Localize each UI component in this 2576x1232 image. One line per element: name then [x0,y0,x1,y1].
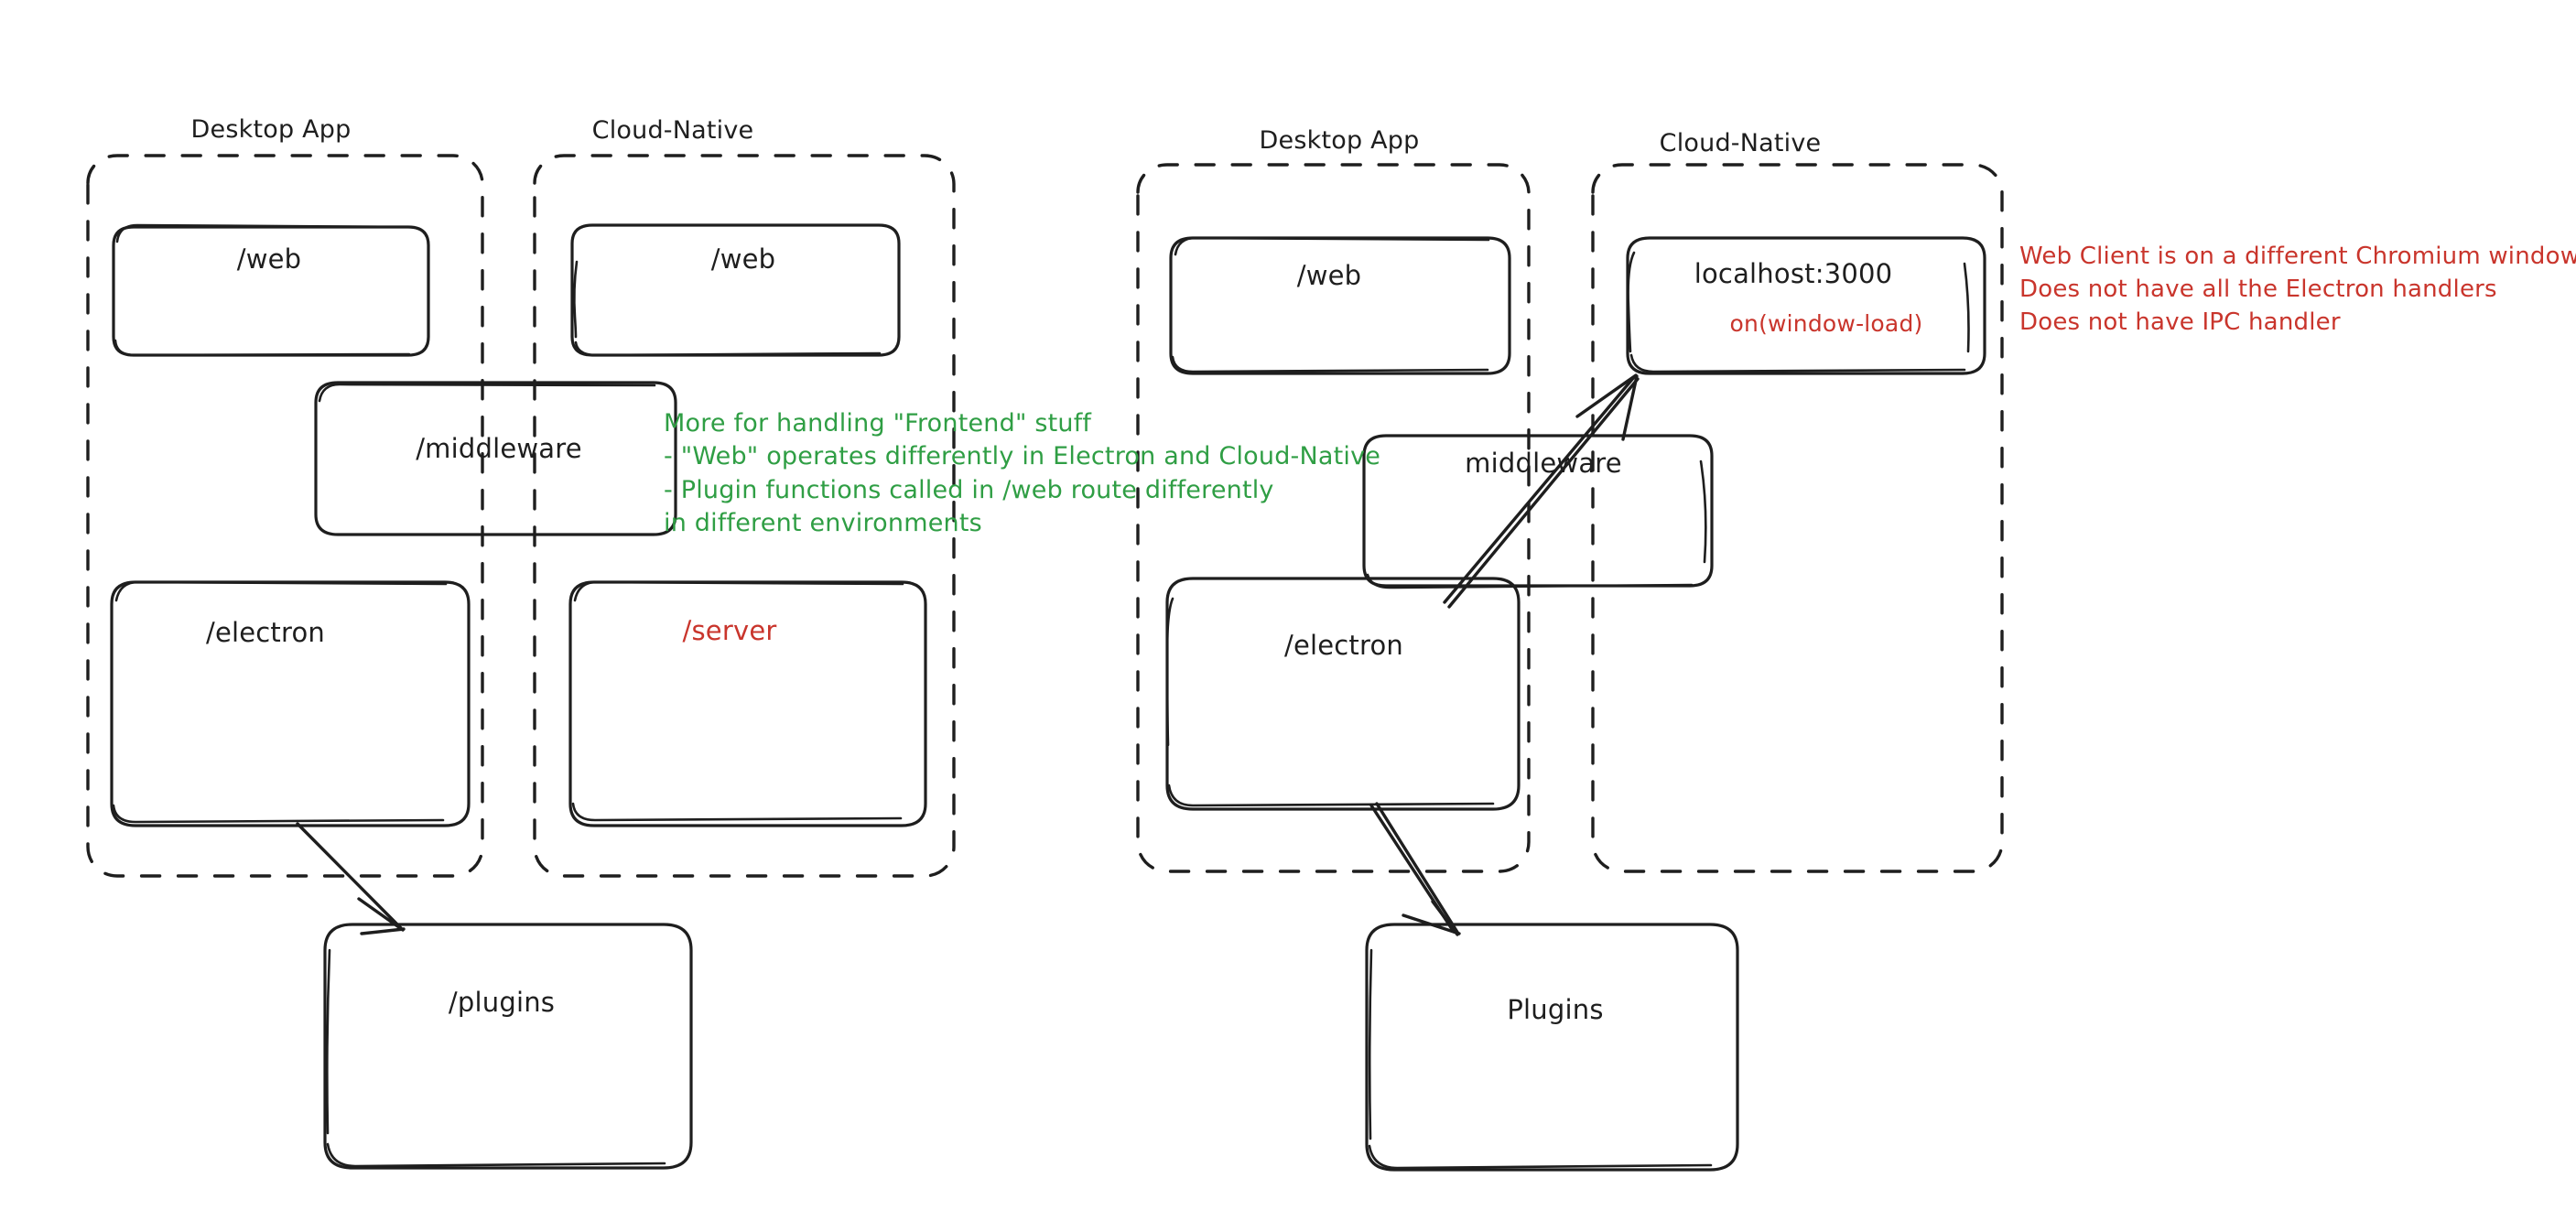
green-annotation-note: More for handling "Frontend" stuff - "We… [664,409,1381,538]
right-desktop-app-container [1136,163,1531,873]
left-cloud-native-container [533,154,956,878]
right-plugins-box [1365,923,1739,1172]
right-desktop-app-title: Desktop App [1259,126,1420,155]
left-electron-label: /electron [205,617,326,648]
right-localhost-label: localhost:3000 [1694,258,1893,289]
left-desktop-web-label: /web [236,243,302,275]
right-electron-to-localhost-arrow [1443,373,1640,609]
right-electron-label: /electron [1283,630,1404,661]
right-cloud-native-title: Cloud-Native [1659,129,1822,157]
left-electron-to-plugins-arrow [296,822,406,935]
left-plugins-box [323,923,693,1170]
left-server-box [568,580,927,827]
right-desktop-web-box [1169,236,1511,375]
left-middleware-box [314,381,677,536]
left-cloud-web-label: /web [710,243,776,275]
left-electron-box [110,580,471,827]
right-desktop-web-label: /web [1296,260,1362,291]
left-desktop-app-title: Desktop App [190,115,352,144]
right-middleware-label: middleware [1465,448,1622,479]
left-desktop-web-box [112,223,430,357]
right-electron-to-plugins-arrow [1369,802,1461,936]
left-cloud-native-title: Cloud-Native [591,116,754,145]
left-plugins-label: /plugins [448,987,556,1018]
left-cloud-web-box [570,223,901,357]
right-electron-box [1165,577,1521,811]
right-cloud-native-container [1591,163,2004,873]
right-plugins-label: Plugins [1507,994,1604,1025]
right-localhost-box [1626,236,1986,375]
left-middleware-label: /middleware [416,433,582,464]
left-server-label: /server [682,615,777,646]
red-annotation-note: Web Client is on a different Chromium wi… [2019,243,2576,336]
right-localhost-sublabel: on(window-load) [1729,310,1923,337]
